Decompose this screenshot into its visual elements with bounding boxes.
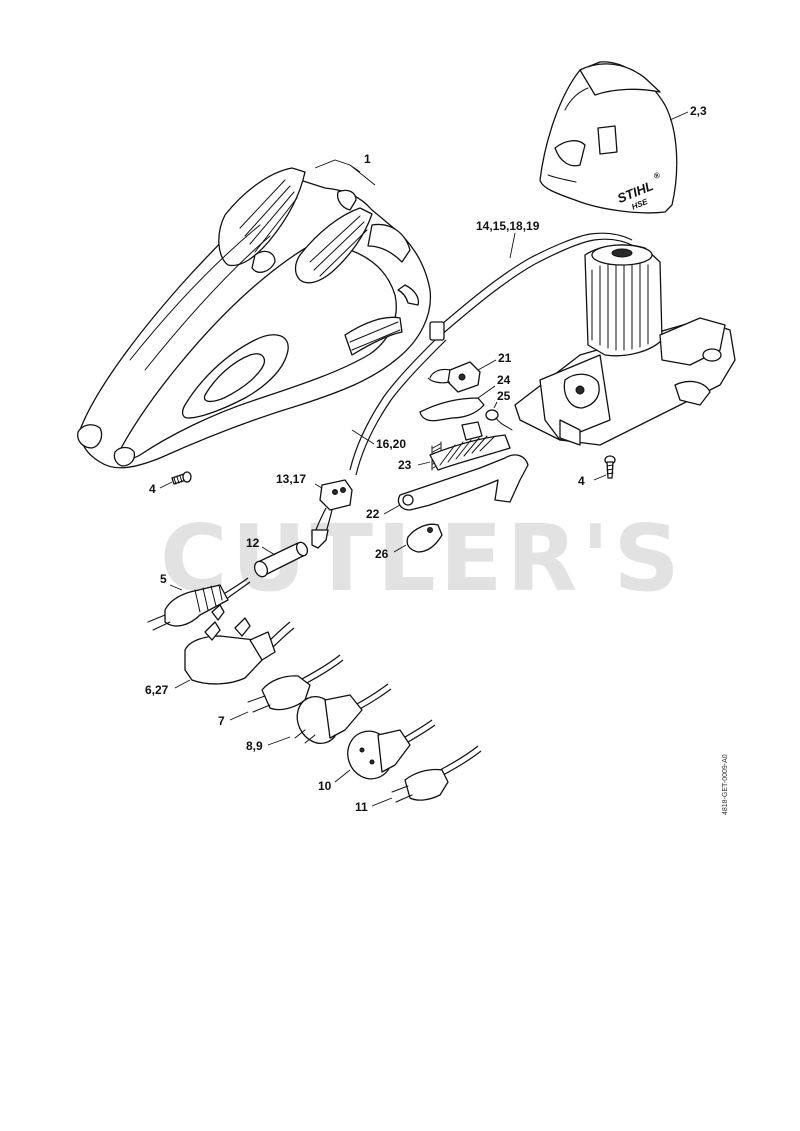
callout-26[interactable]: 26: [375, 547, 389, 561]
leader-line-16-20: [351, 429, 375, 445]
housing-shell-part[interactable]: [77, 167, 432, 469]
leader-line-13-17: [314, 483, 323, 489]
leader-line-21: [477, 359, 497, 371]
callout-12[interactable]: 12: [246, 536, 260, 550]
screw-left-part[interactable]: [171, 471, 192, 485]
locking-clip-part[interactable]: [406, 523, 443, 553]
terminal-block-part[interactable]: [311, 479, 353, 549]
motor-cover-part[interactable]: STIHL ® HSE: [539, 61, 678, 215]
callout-16-20[interactable]: 16,20: [376, 437, 406, 451]
leader-line-2-3: [669, 111, 689, 121]
callout-13-17[interactable]: 13,17: [276, 472, 306, 486]
leader-line-6-27: [174, 679, 191, 689]
screw-right-part[interactable]: [604, 455, 616, 479]
leader-line-26: [393, 544, 407, 553]
callout-5[interactable]: 5: [160, 572, 167, 586]
leader-line-11: [371, 797, 393, 807]
leader-line-7: [229, 711, 249, 721]
leader-line-23: [417, 461, 431, 466]
leader-line-4-right: [593, 474, 607, 481]
euro-plug-part[interactable]: [247, 654, 344, 713]
callout-6-27[interactable]: 6,27: [145, 683, 169, 697]
uk-plug-part[interactable]: [184, 604, 295, 685]
motor-cable-part[interactable]: [349, 232, 635, 476]
round-plug-part[interactable]: [290, 683, 392, 750]
drawing-reference: 4818-GET-0009-A0: [722, 754, 729, 815]
callout-14-15-18-19[interactable]: 14,15,18,19: [476, 219, 540, 233]
leader-line-24: [477, 385, 496, 399]
callout-2-3[interactable]: 2,3: [690, 104, 707, 118]
callout-11[interactable]: 11: [355, 800, 368, 814]
leader-line-22: [383, 504, 401, 515]
callout-1[interactable]: 1: [364, 152, 371, 166]
lever-part[interactable]: [419, 397, 485, 441]
leader-line-12: [261, 546, 276, 556]
callout-10[interactable]: 10: [318, 779, 332, 793]
leader-line-10: [334, 769, 351, 783]
leader-line-14-15-18-19: [509, 232, 516, 259]
callout-24[interactable]: 24: [497, 373, 511, 387]
leader-line-5: [169, 584, 183, 591]
watermark: CUTLER'S: [160, 505, 684, 612]
leader-line-8-9: [267, 736, 291, 746]
callout-8-9[interactable]: 8,9: [246, 739, 263, 753]
registered-mark: ®: [653, 170, 662, 181]
switch-part[interactable]: [427, 361, 481, 393]
trigger-part[interactable]: [397, 434, 529, 511]
cable-sleeve-part[interactable]: [252, 541, 309, 579]
callout-21[interactable]: 21: [498, 351, 512, 365]
callout-22[interactable]: 22: [366, 507, 380, 521]
round-socket-plug-part[interactable]: [341, 719, 436, 785]
callout-4-left[interactable]: 4: [149, 482, 156, 496]
motor-assembly-part[interactable]: [514, 244, 736, 446]
leader-line-4-left: [159, 481, 173, 489]
leader-line-1: [314, 159, 376, 186]
leader-line-25: [493, 401, 498, 409]
schuko-plug-part[interactable]: [147, 577, 251, 631]
callout-4-right[interactable]: 4: [578, 474, 585, 488]
flat-plug-part[interactable]: [391, 745, 482, 803]
callout-7[interactable]: 7: [218, 714, 225, 728]
callout-23[interactable]: 23: [398, 458, 412, 472]
spring-clip-part[interactable]: [485, 409, 513, 431]
callout-25[interactable]: 25: [497, 389, 511, 403]
